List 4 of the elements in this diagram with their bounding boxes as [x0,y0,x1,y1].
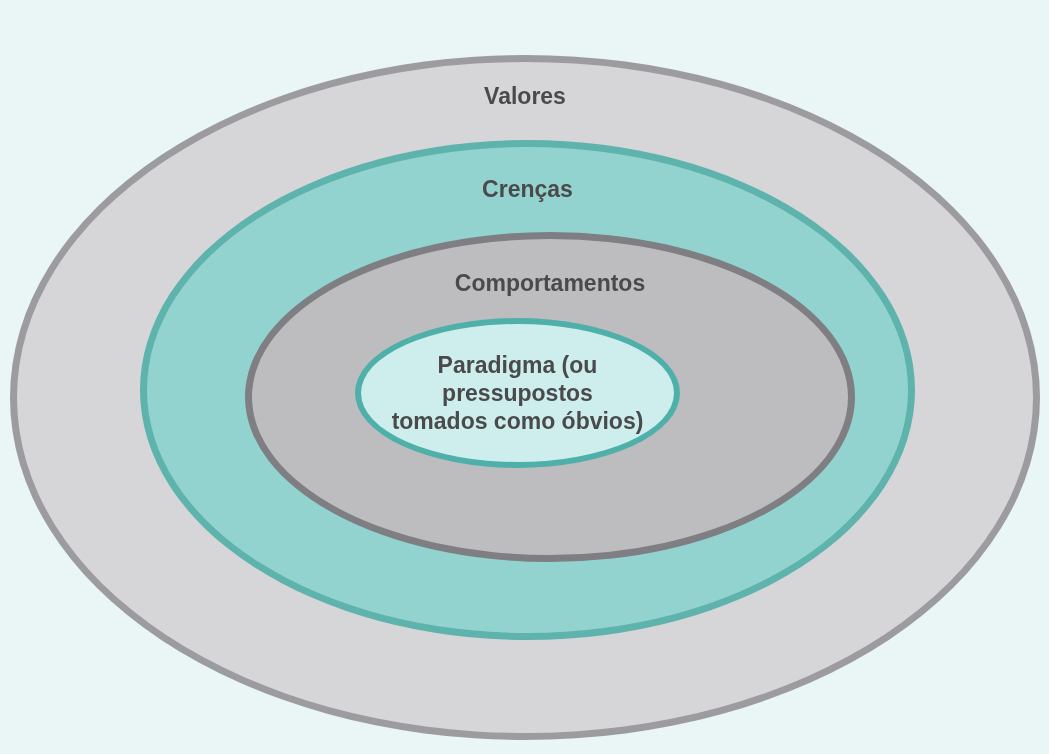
layer-label: Crenças [481,175,574,203]
layer-label: Valores [483,82,567,110]
layer-label: Paradigma (ou pressupostos tomados como óbvios) [391,351,644,435]
layer-label: Comportamentos [453,269,647,297]
